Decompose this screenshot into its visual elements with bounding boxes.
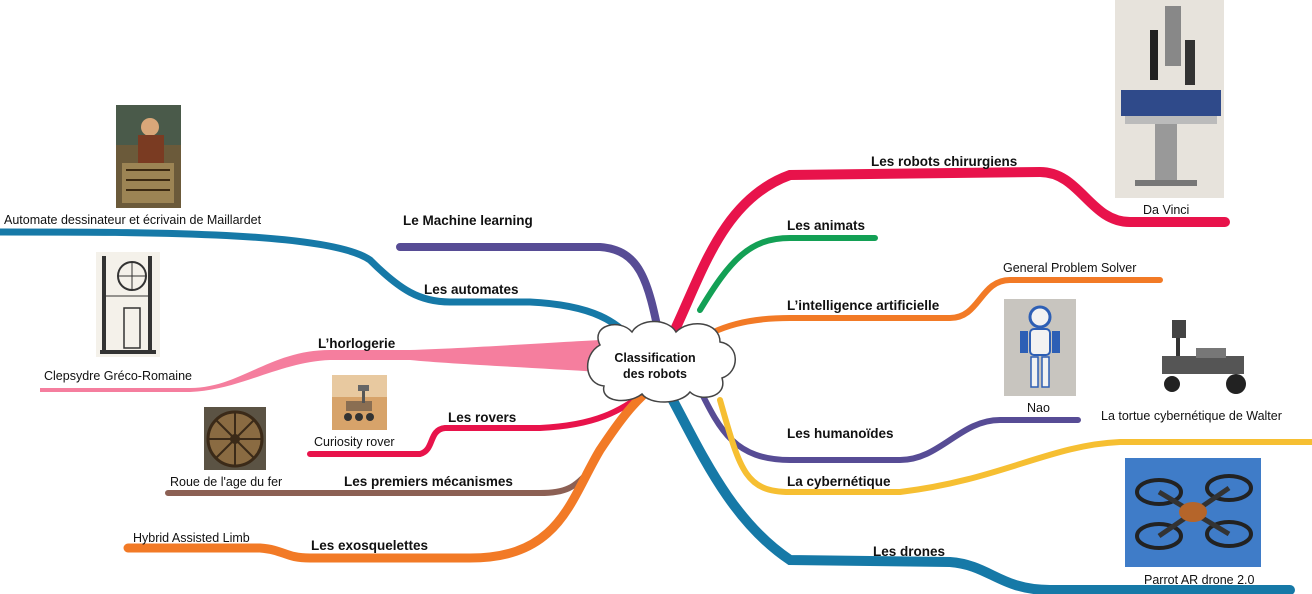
leaf-label-tortue: La tortue cybernétique de Walter [1101, 409, 1282, 423]
maillardet-image [116, 105, 181, 208]
roue-image [204, 407, 266, 470]
center-label-line1: Classification [614, 351, 696, 365]
branch-label-exosquelettes: Les exosquelettes [311, 538, 429, 553]
branch-label-rovers: Les rovers [448, 410, 517, 425]
leaf-label-roue: Roue de l'age du fer [170, 475, 283, 489]
branch-robots-chirurgiens [665, 166, 1230, 345]
branch-label-premiers-mecanismes: Les premiers mécanismes [344, 474, 513, 489]
center-node: Classification des robots [590, 350, 720, 382]
branch-automates [0, 228, 644, 354]
branch-drones [665, 390, 1295, 594]
center-label-line2: des robots [623, 367, 687, 381]
branch-cybernetique [717, 397, 1312, 495]
leaf-label-da-vinci: Da Vinci [1143, 203, 1190, 217]
branch-rovers [307, 387, 653, 457]
branch-label-ia: L’intelligence artificielle [787, 298, 940, 313]
branch-label-animats: Les animats [787, 218, 866, 233]
branch-machine-learning [396, 243, 664, 344]
branch-humanoides [697, 387, 1081, 463]
leaf-label-maillardet: Automate dessinateur et écrivain de Mail… [4, 213, 262, 227]
branch-label-automates: Les automates [424, 282, 519, 297]
clepsydre-image [96, 252, 160, 357]
branch-ia [687, 277, 1163, 348]
leaf-label-parrot: Parrot AR drone 2.0 [1144, 573, 1255, 587]
leaf-label-clepsydre: Clepsydre Gréco-Romaine [44, 369, 192, 383]
branch-label-humanoides: Les humanoïdes [787, 426, 894, 441]
branch-label-robots-chirurgiens: Les robots chirurgiens [871, 154, 1018, 169]
leaf-label-curiosity: Curiosity rover [314, 435, 395, 449]
branch-horlogerie [40, 340, 600, 392]
branch-label-cybernetique: La cybernétique [787, 474, 891, 489]
branch-animats [697, 235, 878, 313]
branch-label-horlogerie: L’horlogerie [318, 336, 396, 351]
branch-exosquelettes [123, 380, 660, 563]
nao-image [1004, 299, 1076, 396]
center-cloud [586, 320, 736, 403]
branch-label-drones: Les drones [873, 544, 946, 559]
curiosity-image [332, 375, 387, 430]
tortue-image [1156, 318, 1250, 400]
leaf-label-gps: General Problem Solver [1003, 261, 1137, 275]
leaf-label-hal: Hybrid Assisted Limb [133, 531, 250, 545]
branch-label-machine-learning: Le Machine learning [403, 213, 533, 228]
parrot-image [1125, 458, 1261, 567]
leaf-label-nao: Nao [1027, 401, 1050, 415]
da-vinci-image [1115, 0, 1224, 198]
